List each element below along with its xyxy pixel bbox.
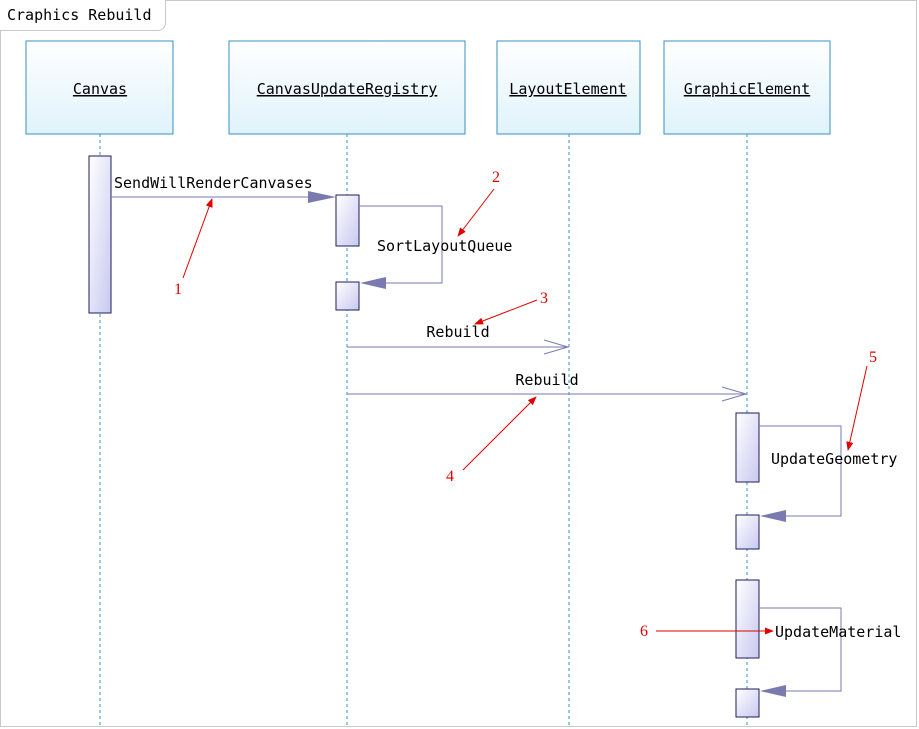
annotation-number-5: 5: [869, 349, 877, 366]
lifeline-label-graphic: GraphicElement: [684, 80, 810, 98]
annotation-number-1: 1: [174, 281, 182, 298]
annotation-number-6: 6: [640, 623, 648, 640]
message-label-rebuild-graphic: Rebuild: [515, 371, 578, 389]
activation-graphic-2: [735, 514, 760, 550]
message-rebuild-layout: Rebuild: [347, 323, 570, 355]
message-update-geometry: UpdateGeometry: [759, 425, 897, 522]
annotation-2: 2: [457, 169, 500, 237]
lifeline-box-registry: CanvasUpdateRegistry: [228, 40, 466, 135]
annotation-6: 6: [640, 623, 774, 640]
message-send-will-render-canvases: SendWillRenderCanvases: [111, 174, 336, 203]
lifeline-box-graphic: GraphicElement: [663, 40, 831, 135]
lifeline-box-layout: LayoutElement: [496, 40, 641, 135]
message-label-geometry: UpdateGeometry: [771, 450, 897, 468]
activation-registry-2: [335, 281, 360, 311]
lifeline-label-registry: CanvasUpdateRegistry: [257, 80, 438, 98]
lifeline-box-canvas: Canvas: [25, 40, 174, 135]
message-label-material: UpdateMaterial: [775, 623, 901, 641]
lifeline-label-layout: LayoutElement: [509, 80, 626, 98]
diagram-title: Craphics Rebuild: [0, 0, 166, 31]
annotation-4: 4: [446, 396, 537, 485]
filled-arrowhead-icon: [760, 510, 786, 522]
activation-graphic-3: [735, 579, 760, 659]
annotation-3: 3: [474, 290, 548, 325]
activation-graphic-1: [735, 412, 760, 483]
open-arrowhead-icon: [543, 339, 570, 355]
message-label-rebuild-layout: Rebuild: [426, 323, 489, 341]
message-label-sort: SortLayoutQueue: [377, 237, 512, 255]
open-arrowhead-icon: [721, 386, 748, 402]
message-label-send: SendWillRenderCanvases: [114, 174, 313, 192]
message-rebuild-graphic: Rebuild: [347, 371, 748, 402]
activation-graphic-4: [735, 688, 760, 718]
annotation-number-3: 3: [540, 290, 548, 307]
lifeline-label-canvas: Canvas: [73, 80, 127, 98]
filled-arrowhead-icon: [308, 191, 336, 203]
activation-registry-1: [335, 194, 360, 247]
annotation-number-4: 4: [446, 468, 454, 485]
message-update-material: UpdateMaterial: [759, 607, 901, 697]
annotation-number-2: 2: [492, 169, 500, 186]
annotation-5: 5: [846, 349, 877, 451]
filled-arrowhead-icon: [360, 277, 386, 289]
filled-arrowhead-icon: [760, 685, 786, 697]
annotation-1: 1: [174, 198, 213, 298]
activation-canvas: [88, 155, 112, 314]
message-sort-layout-queue: SortLayoutQueue: [359, 205, 512, 289]
